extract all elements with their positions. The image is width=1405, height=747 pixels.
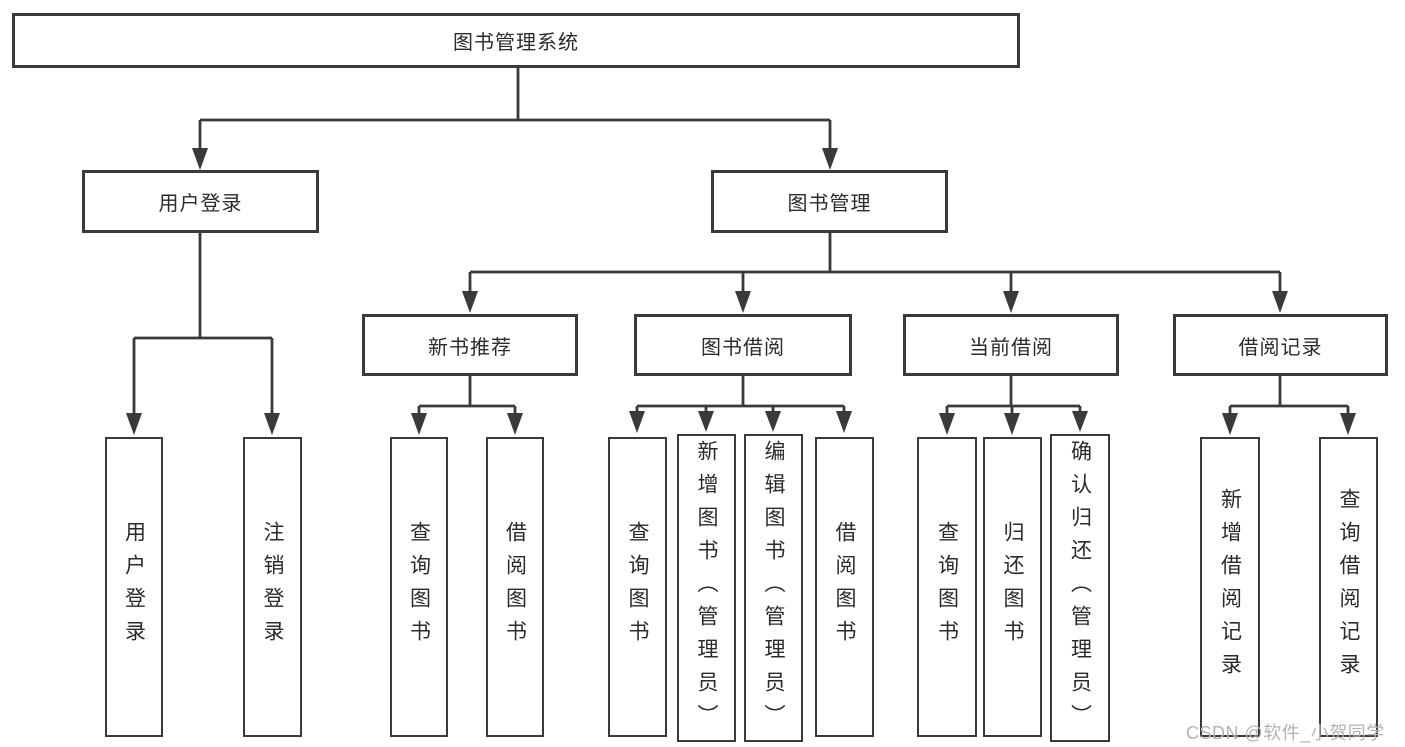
node-recommend-borrow-books: 借阅图书: [486, 437, 544, 737]
arrowheads: [126, 148, 1356, 435]
node-logout-label: 注销登录: [261, 521, 284, 653]
node-user-login-label: 用户登录: [158, 193, 243, 215]
connector-root-to-level2: [198, 68, 832, 149]
connector-user-login-children: [132, 233, 274, 414]
node-new-book-recommend: 新书推荐: [362, 314, 578, 376]
node-book-borrow: 图书借阅: [634, 314, 852, 376]
node-borrow-add-books-admin: 新增图书（管理员）: [677, 434, 736, 742]
node-borrow-records: 借阅记录: [1173, 314, 1388, 376]
node-borrow-add-books-admin-label: 新增图书（管理员）: [695, 439, 718, 737]
node-root-system: 图书管理系统: [12, 13, 1020, 68]
node-borrow-query-books-label: 查询图书: [626, 521, 649, 653]
node-recommend-borrow-books-label: 借阅图书: [503, 521, 527, 653]
node-login-user: 用户登录: [105, 437, 163, 737]
node-current-return-books: 归还图书: [983, 437, 1042, 737]
node-current-borrow: 当前借阅: [903, 314, 1119, 376]
node-borrow-query-books: 查询图书: [608, 437, 667, 737]
node-records-add-record-label: 新增借阅记录: [1218, 488, 1242, 686]
node-borrow-edit-books-admin: 编辑图书（管理员）: [744, 434, 803, 742]
node-root-system-label: 图书管理系统: [453, 32, 579, 54]
node-current-query-books-label: 查询图书: [935, 521, 959, 653]
connector-borrow-records-children: [1228, 376, 1350, 414]
connector-new-book-children: [417, 376, 517, 414]
node-current-confirm-return-admin: 确认归还（管理员）: [1050, 434, 1110, 742]
node-recommend-query-books-label: 查询图书: [407, 521, 431, 653]
connector-current-borrow-children: [945, 376, 1082, 414]
node-user-login: 用户登录: [82, 170, 319, 233]
node-new-book-recommend-label: 新书推荐: [428, 336, 512, 359]
node-current-confirm-return-admin-label: 确认归还（管理员）: [1068, 439, 1092, 737]
node-logout: 注销登录: [243, 437, 302, 737]
node-borrow-edit-books-admin-label: 编辑图书（管理员）: [762, 439, 785, 737]
csdn-watermark: CSDN @软件_小贺同学: [1186, 723, 1385, 743]
connector-book-management-children: [468, 233, 1282, 292]
node-login-user-label: 用户登录: [122, 521, 146, 653]
node-records-add-record: 新增借阅记录: [1200, 437, 1260, 737]
node-records-query-record-label: 查询借阅记录: [1337, 488, 1360, 686]
node-records-query-record: 查询借阅记录: [1319, 437, 1378, 737]
node-current-query-books: 查询图书: [917, 437, 977, 737]
node-borrow-borrow-books: 借阅图书: [815, 437, 874, 737]
node-borrow-borrow-books-label: 借阅图书: [833, 521, 856, 653]
node-borrow-records-label: 借阅记录: [1238, 336, 1323, 359]
node-book-management: 图书管理: [711, 170, 948, 233]
node-current-return-books-label: 归还图书: [1001, 521, 1024, 653]
node-current-borrow-label: 当前借阅: [969, 336, 1053, 359]
connector-book-borrow-children: [635, 376, 846, 412]
node-recommend-query-books: 查询图书: [390, 437, 448, 737]
node-book-management-label: 图书管理: [787, 193, 872, 215]
node-book-borrow-label: 图书借阅: [701, 336, 785, 359]
